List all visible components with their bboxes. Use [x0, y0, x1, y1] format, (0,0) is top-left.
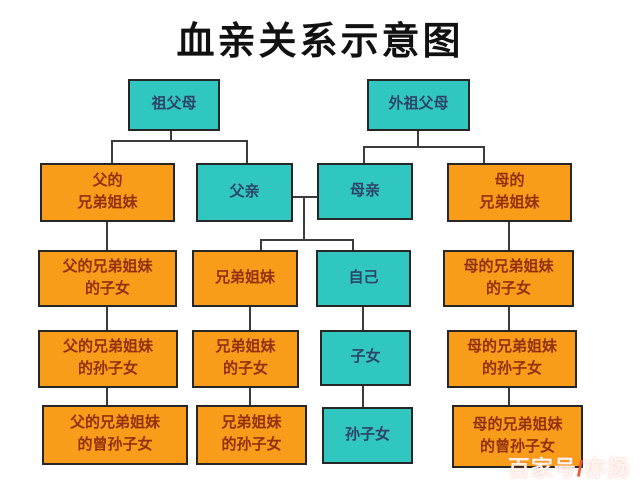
node-fathers-siblings-children: 父的兄弟姐妹 的子女: [38, 250, 177, 307]
node-fathers-siblings: 父的 兄弟姐妹: [40, 163, 175, 222]
connector-line: [106, 388, 108, 405]
connector-line: [362, 307, 364, 330]
node-fathers-siblings-grandchildren: 父的兄弟姐妹 的孙子女: [38, 330, 178, 388]
node-siblings-grandchildren: 兄弟姐妹 的孙子女: [196, 405, 307, 465]
node-fathers-siblings-greatgrandchildren: 父的兄弟姐妹 的曾孙子女: [42, 405, 188, 465]
node-paternal-grandparents: 祖父母: [128, 79, 220, 131]
connector-line: [106, 222, 108, 250]
connector-line: [362, 386, 364, 407]
connector-line: [249, 388, 251, 405]
marriage-connector-line: [293, 196, 317, 198]
connector-line: [106, 307, 108, 330]
connector-line: [260, 239, 354, 241]
node-grandchildren: 孙子女: [322, 407, 413, 464]
connector-line: [111, 140, 248, 142]
node-mothers-siblings-grandchildren: 母的兄弟姐妹 的孙子女: [447, 330, 577, 388]
connector-line: [303, 196, 305, 240]
connector-line: [260, 239, 262, 250]
connector-line: [417, 131, 419, 147]
node-maternal-grandparents: 外祖父母: [367, 79, 470, 131]
diagram-title: 血亲关系示意图: [176, 21, 464, 63]
connector-line: [363, 146, 485, 148]
node-mothers-siblings: 母的 兄弟姐妹: [447, 163, 572, 222]
connector-line: [352, 239, 354, 250]
watermark-suffix: 亦扬: [583, 456, 630, 481]
node-mother: 母亲: [317, 163, 413, 220]
connector-line: [508, 307, 510, 330]
connector-line: [363, 146, 365, 163]
node-children: 子女: [320, 330, 411, 386]
node-father: 父亲: [196, 163, 293, 222]
connector-line: [508, 388, 510, 405]
node-siblings-children: 兄弟姐妹 的子女: [192, 330, 299, 388]
node-siblings: 兄弟姐妹: [192, 250, 298, 307]
connector-line: [508, 222, 510, 250]
connector-line: [111, 140, 113, 163]
watermark: 百家号/亦扬: [508, 451, 630, 483]
connector-line: [483, 146, 485, 163]
node-self: 自己: [316, 250, 411, 307]
connector-line: [246, 140, 248, 163]
watermark-prefix: 百家号: [507, 456, 577, 481]
connector-line: [170, 131, 172, 141]
node-mothers-siblings-children: 母的兄弟姐妹 的子女: [443, 250, 574, 307]
node-mothers-siblings-greatgrandchildren: 母的兄弟姐妹 的曾孙子女: [452, 405, 583, 468]
watermark-slash: /: [576, 456, 584, 481]
connector-line: [249, 307, 251, 330]
